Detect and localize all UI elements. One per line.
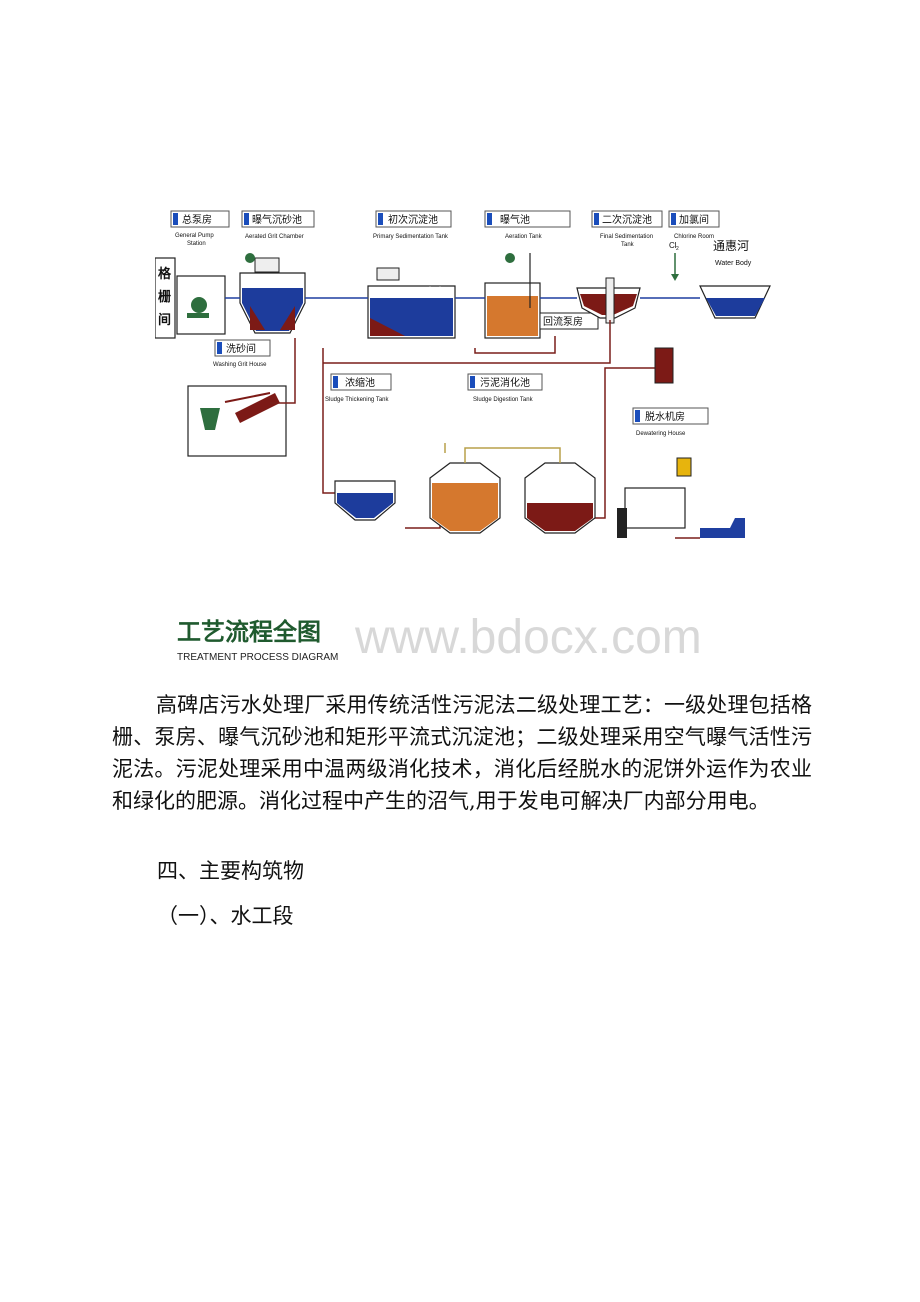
aeration-tank <box>484 253 541 339</box>
svg-text:通惠河: 通惠河 <box>713 239 749 253</box>
svg-text:初次沉淀池: 初次沉淀池 <box>388 213 438 226</box>
svg-text:General Pump: General Pump <box>175 233 214 239</box>
label-dewatering: 脱水机房 Dewatering House <box>632 407 709 437</box>
label-digestion: 污泥消化池 Sludge Digestion Tank <box>467 373 543 403</box>
svg-text:Cl: Cl <box>669 241 677 250</box>
digestion-tank-2 <box>524 462 596 534</box>
grit-chamber <box>239 253 306 334</box>
screen-house: 格 栅 间 <box>155 257 176 339</box>
svg-text:曝气池: 曝气池 <box>500 213 530 226</box>
digestion-tank-1 <box>429 462 501 534</box>
svg-text:总泵房: 总泵房 <box>182 213 212 226</box>
pump-station <box>176 275 226 335</box>
svg-text:Sludge Thickening Tank: Sludge Thickening Tank <box>325 397 389 403</box>
svg-text:TREATMENT PROCESS DIAGRAM: TREATMENT PROCESS DIAGRAM <box>177 652 338 663</box>
svg-text:Sludge Digestion Tank: Sludge Digestion Tank <box>473 397 534 403</box>
thickening-tank <box>334 480 396 521</box>
svg-text:曝气沉砂池: 曝气沉砂池 <box>252 213 302 226</box>
svg-text:回流泵房: 回流泵房 <box>543 315 583 328</box>
svg-text:Tank: Tank <box>621 242 635 248</box>
sludge-lines <box>270 320 700 539</box>
label-pump: 总泵房 General Pump Station <box>170 210 230 247</box>
section-heading: 四、主要构筑物 <box>157 859 304 883</box>
return-pump-house: 回流泵房 <box>539 312 599 330</box>
process-diagram: 总泵房 General Pump Station 曝气沉砂池 Aerated G… <box>155 108 790 676</box>
washing-grit-house <box>187 385 287 457</box>
dewatering-house <box>617 347 745 538</box>
svg-text:Primary Sedimentation Tank: Primary Sedimentation Tank <box>373 234 449 240</box>
svg-text:工艺流程全图: 工艺流程全图 <box>177 618 321 646</box>
svg-text:Chlorine Room: Chlorine Room <box>674 234 714 240</box>
svg-text:间: 间 <box>158 312 171 328</box>
label-washing: 洗砂间 Washing Grit House <box>213 339 271 368</box>
svg-text:浓缩池: 浓缩池 <box>345 376 375 389</box>
svg-text:Water Body: Water Body <box>715 260 752 267</box>
label-grit: 曝气沉砂池 Aerated Grit Chamber <box>241 210 315 240</box>
svg-text:Aeration Tank: Aeration Tank <box>505 234 543 240</box>
svg-text:格: 格 <box>158 266 172 282</box>
svg-text:栅: 栅 <box>158 290 171 305</box>
watermark: www.bdocx.com <box>354 611 702 664</box>
svg-text:2: 2 <box>676 246 679 252</box>
svg-text:Aerated Grit Chamber: Aerated Grit Chamber <box>245 234 304 240</box>
svg-text:加氯间: 加氯间 <box>679 213 709 226</box>
svg-text:二次沉淀池: 二次沉淀池 <box>602 213 652 226</box>
body-paragraph: 高碑店污水处理厂采用传统活性污泥法二级处理工艺：一级处理包括格栅、泵房、曝气沉砂… <box>112 693 812 813</box>
label-chlorine: 加氯间 Chlorine Room <box>668 210 720 240</box>
final-tank <box>576 277 641 324</box>
diagram-title: 工艺流程全图 TREATMENT PROCESS DIAGRAM <box>177 618 338 663</box>
label-final: 二次沉淀池 Final Sedimentation Tank <box>591 210 663 248</box>
svg-text:污泥消化池: 污泥消化池 <box>480 376 530 389</box>
svg-text:Station: Station <box>187 241 206 247</box>
svg-text:Dewatering House: Dewatering House <box>636 431 686 437</box>
svg-text:Washing Grit House: Washing Grit House <box>213 362 267 368</box>
gas-pipes <box>444 443 561 463</box>
label-aeration: 曝气池 Aeration Tank <box>484 210 571 240</box>
svg-text:洗砂间: 洗砂间 <box>226 342 256 355</box>
svg-text:Final Sedimentation: Final Sedimentation <box>600 234 653 240</box>
primary-tank <box>367 267 456 339</box>
label-primary: 初次沉淀池 Primary Sedimentation Tank <box>373 210 452 240</box>
river: 通惠河 Water Body <box>699 239 771 319</box>
subsection-heading: （一）、水工段 <box>157 904 294 928</box>
label-thickening: 浓缩池 Sludge Thickening Tank <box>325 373 392 403</box>
svg-text:脱水机房: 脱水机房 <box>645 410 685 423</box>
chlorine-dose: Cl 2 <box>669 241 679 281</box>
